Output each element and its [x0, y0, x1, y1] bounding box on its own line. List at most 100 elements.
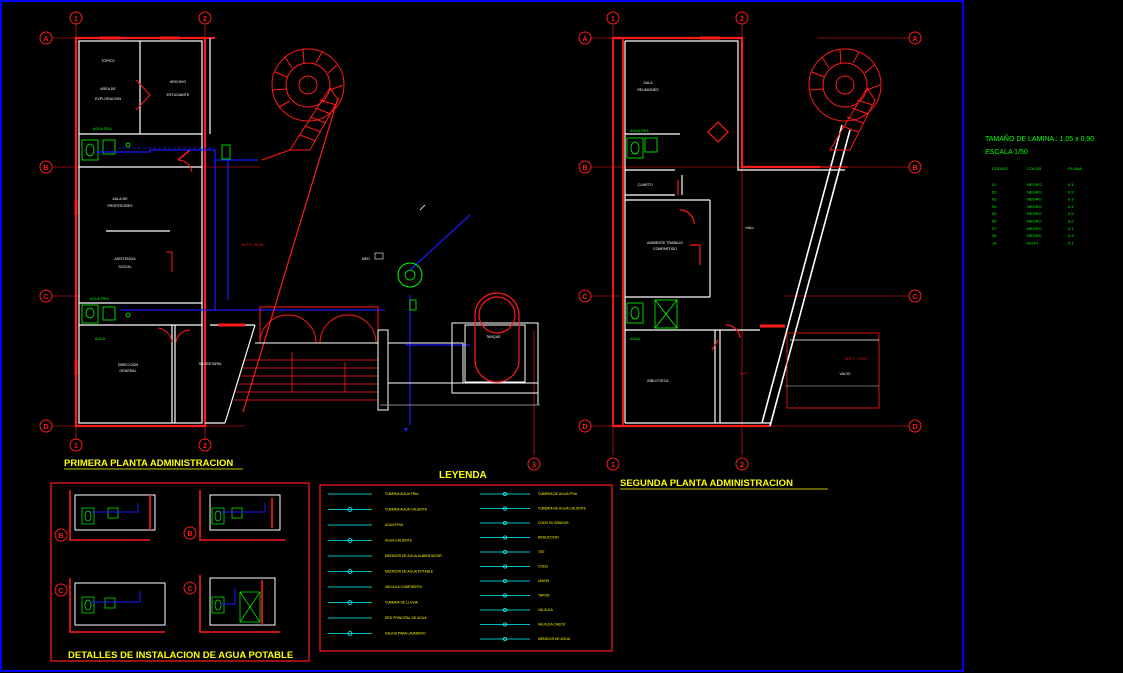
legend-item-label: MEDIDOR DE AGUA: [538, 637, 571, 641]
grid-label: A: [43, 36, 48, 43]
plan1-title: PRIMERA PLANTA ADMINISTRACION: [64, 458, 233, 469]
first-floor-plan: AGUA FRIA AGUA FRIA AGUA MED N.P.T. ±0.0…: [52, 25, 540, 455]
room-label: BIBLIOTECA: [647, 379, 669, 383]
info-table-cell: 04: [992, 204, 997, 209]
svg-text:N.P.T. +3.00: N.P.T. +3.00: [845, 356, 867, 361]
info-table-cell: NEGRO: [1027, 204, 1042, 209]
legend-symbol: [347, 569, 353, 574]
room-label: HALL: [746, 226, 755, 230]
legend-item-label: TUBERIA DE AGUA FRIA: [538, 492, 578, 496]
legend-symbol: [502, 637, 507, 642]
grid-label: C: [187, 586, 192, 593]
scale-label: ESCALA 1/50: [985, 149, 1028, 156]
legend-item-label: VALVULA COMPUERTA: [385, 585, 423, 589]
grid-label: D: [43, 424, 48, 431]
grid-bubbles-plan2: [578, 11, 922, 471]
second-floor-plan: AGUA FRIA AGUA N.P.T. +3.00 N.P.T.: [590, 25, 910, 455]
room-label: VACIO: [840, 372, 851, 376]
grid-label: 2: [740, 16, 744, 23]
svg-text:AGUA: AGUA: [95, 337, 106, 341]
svg-text:TANQUE: TANQUE: [486, 335, 501, 339]
grid-label: A: [912, 36, 917, 43]
svg-text:N.P.T. ±0.00: N.P.T. ±0.00: [242, 242, 264, 247]
info-table-cell: 0.3: [1068, 233, 1074, 238]
svg-text:AGUA: AGUA: [630, 337, 641, 341]
svg-text:N.P.T.: N.P.T.: [740, 372, 749, 376]
room-label: ASISTENCIA: [114, 257, 136, 261]
grid-label: 1: [611, 462, 615, 469]
legend-symbol: [502, 593, 507, 598]
grid-label: 3: [532, 462, 536, 469]
legend-symbol: [502, 579, 507, 584]
legend-item-label: TEE: [538, 550, 545, 554]
info-table-cell: NEGRO: [1027, 226, 1042, 231]
grid-label: 1: [74, 16, 78, 23]
room-label: REUNIONES: [637, 88, 659, 92]
room-label: ARCHIVO: [170, 80, 187, 84]
info-column-header: COLOR: [1027, 166, 1041, 171]
grid-label: D: [912, 424, 917, 431]
legend-symbol: [502, 506, 507, 511]
svg-text:AGUA FRIA: AGUA FRIA: [93, 127, 112, 131]
svg-text:AGUA FRIA: AGUA FRIA: [630, 129, 649, 133]
details-box: B B C C DETALLES DE INSTALACION DE AGUA …: [50, 482, 310, 662]
room-label: PROFESORES: [108, 204, 134, 208]
grid-label: B: [187, 531, 192, 538]
svg-text:AGUA FRIA: AGUA FRIA: [90, 297, 109, 301]
legend-item-label: MEDIDOR DE AGUA ALIMENTADOR: [385, 554, 442, 558]
legend-item-label: TUBERIA DE LLUVIA: [385, 601, 419, 605]
legend-symbol: [347, 600, 353, 605]
room-label: CUARTO: [637, 183, 652, 187]
grid-label: B: [912, 165, 917, 172]
grid-label: 2: [203, 443, 207, 450]
info-table-cell: NEGRO: [1027, 182, 1042, 187]
legend-item-label: TUBERIA AGUA FRIA: [385, 492, 419, 496]
info-table-cell: 14: [992, 240, 997, 245]
grid-label: D: [582, 424, 587, 431]
info-table-cell: 02: [992, 189, 997, 194]
info-table-cell: 0.1: [1068, 226, 1074, 231]
info-table-cell: 0.5: [1068, 211, 1074, 216]
legend-symbol: [347, 507, 353, 512]
sheet-frame: [0, 0, 964, 672]
legend-item-label: VALVULA CHECK: [538, 623, 566, 627]
info-table-cell: 07: [992, 226, 997, 231]
info-table-cell: 0.1: [1068, 182, 1074, 187]
info-column-header: PLUMA: [1068, 166, 1082, 171]
sheet-size-label: TAMAÑO DE LAMINA : 1.05 x 0.90: [985, 134, 1094, 143]
legend-item-label: REDUCCION: [538, 536, 559, 540]
room-label: DIRECCION: [118, 363, 139, 367]
info-table-cell: 0.4: [1068, 204, 1074, 209]
info-table-cell: NEGRO: [1027, 211, 1042, 216]
legend-item-label: TUBERIA AGUA CALIENTE: [385, 508, 428, 512]
info-table-cell: 08: [992, 233, 997, 238]
grid-label: B: [582, 165, 587, 172]
grid-label: C: [43, 294, 48, 301]
legend-symbol: [502, 608, 507, 613]
info-table-cell: 0.1: [1068, 240, 1074, 245]
info-table-cell: 05: [992, 211, 997, 216]
grid-label: B: [58, 533, 63, 540]
room-label: AMBIENTE TRABAJO: [647, 241, 683, 245]
info-table-cell: 0.3: [1068, 197, 1074, 202]
grid-label: 1: [611, 16, 615, 23]
grid-label: A: [582, 36, 587, 43]
legend-item-label: RED PRINCIPAL DE AGUA: [385, 616, 427, 620]
room-label: SOCIAL: [118, 265, 131, 269]
legend-item-label: AGUA CALIENTE: [385, 539, 413, 543]
info-table-cell: NEGRO: [1027, 189, 1042, 194]
legend-item-label: MEDIDOR DE AGUA POTABLE: [385, 570, 434, 574]
room-label: SECRETARIA: [199, 362, 222, 366]
info-table-cell: ROJO: [1027, 240, 1038, 245]
room-label: EXPLORACION: [95, 97, 121, 101]
grid-label: 2: [203, 16, 207, 23]
svg-text:MED: MED: [362, 257, 370, 261]
info-table-cell: 01: [992, 182, 997, 187]
info-table-cell: 03: [992, 197, 997, 202]
legend-symbol: [347, 631, 353, 636]
room-label: AULA DE: [112, 197, 128, 201]
room-label: AREA DE: [100, 87, 116, 91]
grid-label: C: [58, 588, 63, 595]
